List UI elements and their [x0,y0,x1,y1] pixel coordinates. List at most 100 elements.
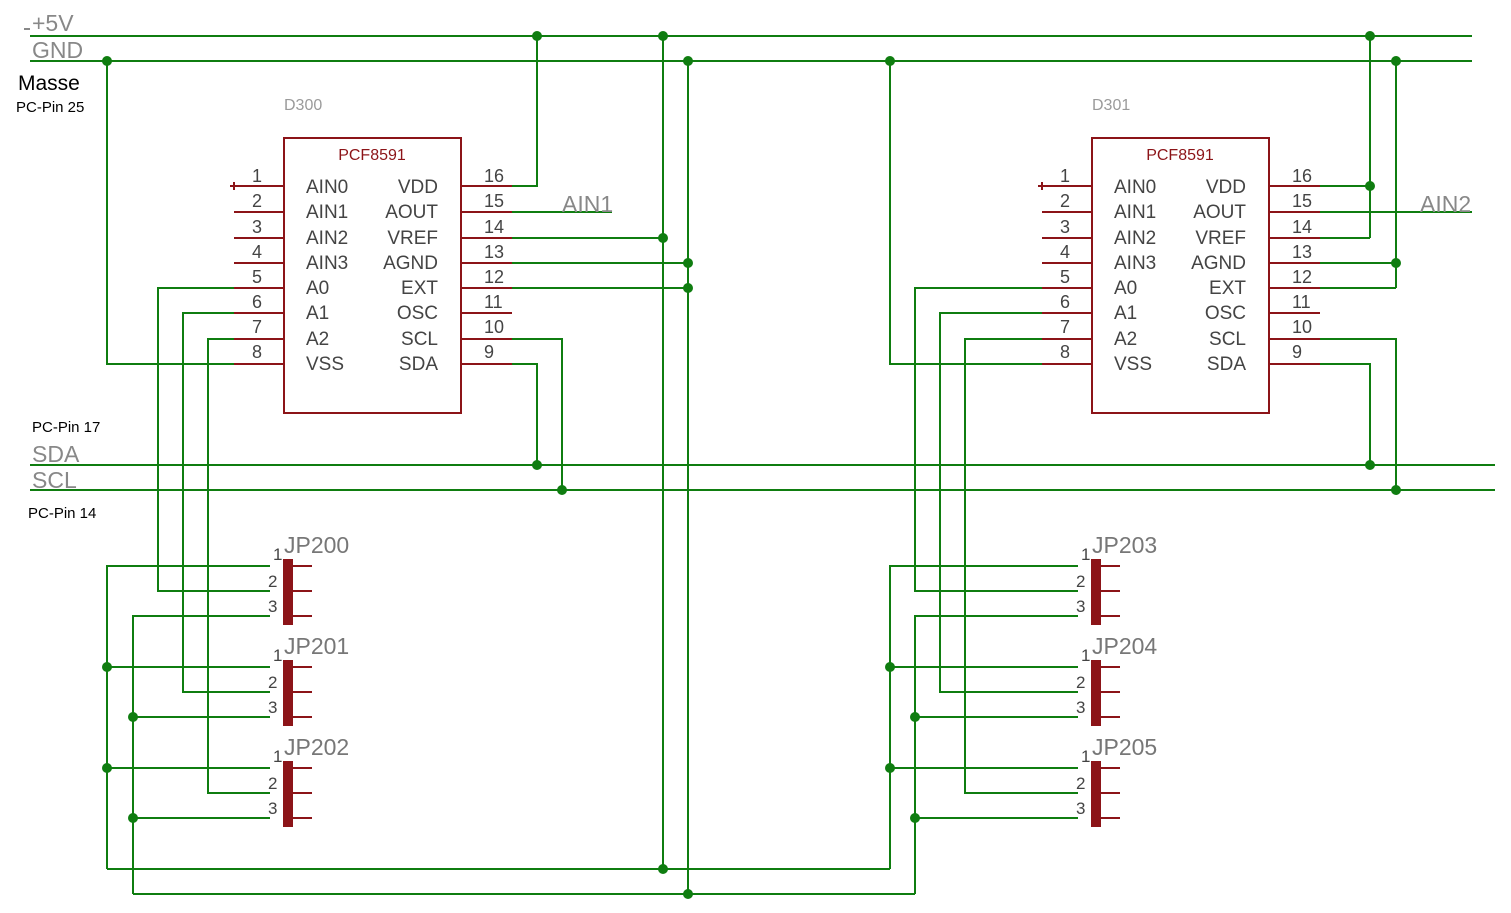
chip-body [1091,137,1270,414]
jumper-ref: JP200 [284,532,349,558]
pin-name: SCL [1209,329,1246,350]
junction-dot [557,485,567,495]
junction-dot [885,56,895,66]
pin-name: A0 [306,278,329,299]
aout-net-label: AIN2 [1420,191,1471,217]
pin-number: 13 [484,242,504,262]
pin-number: 4 [252,242,262,262]
junction-dot [1391,258,1401,268]
d300-scl-wire [512,338,563,490]
pin-name: A2 [1114,329,1137,350]
pin-name: AIN0 [306,177,348,198]
pin-name: VDD [1206,177,1246,198]
junction-dot [683,258,693,268]
pin-name: A1 [1114,303,1137,324]
gnd-label: GND [32,37,83,63]
pin-number: 14 [1292,217,1312,237]
pin-number: 5 [252,267,262,287]
pin17-note: PC-Pin 17 [32,419,100,436]
jumper-pin-number: 2 [268,572,277,591]
junction-dot [885,763,895,773]
pin-number: 5 [1060,267,1070,287]
jumper-pin-number: 1 [273,646,282,665]
pin-number: 1 [1060,166,1070,186]
pin-number: 3 [252,217,262,237]
pin-number: 2 [252,191,262,211]
d300-a1-wire [182,312,270,693]
junction-dot [683,283,693,293]
pin-number: 13 [1292,242,1312,262]
jumper-jp205: JP205 1 2 3 [1076,734,1157,827]
pin-number: 12 [484,267,504,287]
pin-name: SDA [399,354,438,375]
junction-dot [1365,31,1375,41]
chip-d300: D300 PCF8591 AIN1 1 2 3 4 5 6 7 8 AIN0 A… [230,97,613,414]
pin-number: 9 [484,342,494,362]
jumper-ref: JP201 [284,633,349,659]
pin-name: VDD [398,177,438,198]
jumper-body [1091,559,1101,625]
junction-dot [910,813,920,823]
junction-dot [1365,181,1375,191]
wires [30,35,1495,895]
junction-dot [683,56,693,66]
jumper-ref: JP204 [1092,633,1157,659]
jumper-pin-number: 2 [1076,774,1085,793]
pin-name: AIN3 [1114,253,1156,274]
pin-number: 10 [484,317,504,337]
jp200-vcc-wire [132,615,270,894]
pin-number: 8 [252,342,262,362]
pin-number: 14 [484,217,504,237]
jumper-pin-number: 3 [1076,698,1085,717]
chip-part: PCF8591 [338,147,406,164]
pin-name: SDA [1207,354,1246,375]
d301-a0-wire [914,287,1078,592]
pin-name: VREF [1195,228,1246,249]
jumper-body [283,761,293,827]
pin-name: OSC [397,303,438,324]
jumper-jp203: JP203 1 2 3 [1076,532,1157,625]
d301-a1-wire [939,312,1078,693]
junction-dot [885,662,895,672]
pin-name: AIN3 [306,253,348,274]
jumper-pin-number: 2 [268,774,277,793]
pin-name: AOUT [1193,202,1246,223]
pin-number: 11 [484,292,503,312]
pin-name: SCL [401,329,438,350]
pin14-note: PC-Pin 14 [28,505,96,522]
aout-net-label: AIN1 [562,191,613,217]
pin-name: A1 [306,303,329,324]
pin-number: 4 [1060,242,1070,262]
junction-dot [658,233,668,243]
jumper-pin-number: 1 [273,747,282,766]
junction-dot [102,662,112,672]
d300-vdd-wire [512,36,538,187]
jumper-body [283,559,293,625]
junction-dot [658,864,668,874]
junction-dot [1391,485,1401,495]
jumper-pin-number: 2 [1076,572,1085,591]
pin-name: OSC [1205,303,1246,324]
chip-d301: D301 PCF8591 AIN2 1 2 3 4 5 6 7 8 AIN0 A… [1038,97,1471,414]
pin-number: 15 [1292,191,1312,211]
pin-number: 11 [1292,292,1311,312]
junction-dot [128,813,138,823]
pin-name: VREF [387,228,438,249]
jumper-ref: JP202 [284,734,349,760]
chip-ref: D301 [1092,97,1130,114]
jumper-jp201: JP201 1 2 3 [268,633,349,726]
junction-dot [658,31,668,41]
pin-name: AIN2 [1114,228,1156,249]
jumper-pin-number: 2 [268,673,277,692]
pin-name: A0 [1114,278,1137,299]
masse-note: Masse [18,72,80,95]
pin-number: 10 [1292,317,1312,337]
jp203-vcc-wire [914,615,1078,894]
jumper-pin-number: 1 [273,545,282,564]
junction-dot [1391,56,1401,66]
jumper-pin-number: 2 [1076,673,1085,692]
pin-number: 12 [1292,267,1312,287]
pin-number: 15 [484,191,504,211]
jumper-pin-number: 3 [268,698,277,717]
d300-sda-wire [512,363,538,465]
